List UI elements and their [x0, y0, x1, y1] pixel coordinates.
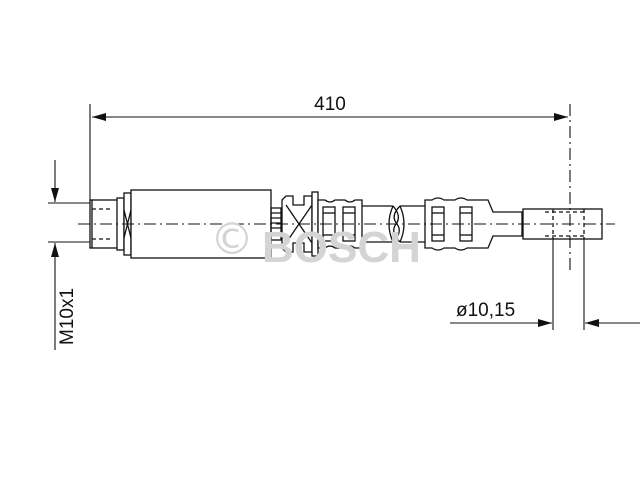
- thread-dimension-label: M10x1: [57, 288, 78, 345]
- diameter-dimension-label: ø10,15: [456, 300, 515, 321]
- watermark: © BOSCH: [210, 214, 421, 272]
- watermark-text: BOSCH: [262, 223, 421, 272]
- length-dimension-label: 410: [314, 94, 346, 115]
- hose-outline: [78, 189, 615, 259]
- copyright-symbol: ©: [210, 214, 254, 265]
- dimension-lines: [48, 104, 640, 350]
